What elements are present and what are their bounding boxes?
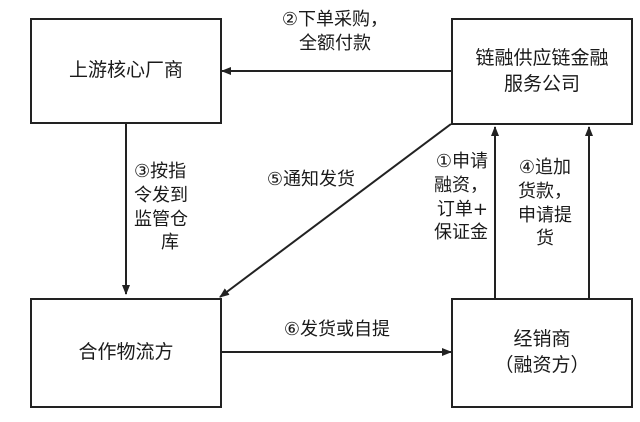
label-step3-line: 监管仓 [134, 208, 188, 230]
node-upstream-manufacturer: 上游核心厂商 [30, 18, 222, 124]
node-finance-line2: 服务公司 [503, 72, 580, 95]
label-step2-line: 全额付款 [299, 32, 371, 54]
label-step4-line: ④追加 [518, 157, 572, 178]
node-finance-company: 链融供应链金融 服务公司 [451, 18, 633, 125]
arrow-step5 [219, 123, 452, 298]
node-dealer: 经销商 （融资方） [451, 298, 633, 408]
node-logistics-partner: 合作物流方 [30, 298, 222, 408]
label-step1-line: 保证金 [434, 222, 488, 244]
label-step1-line: 融资， [434, 174, 488, 196]
label-step4-line: 货款， [518, 180, 572, 202]
label-step5: ⑤通知发货 [246, 168, 376, 192]
label-step3-line: 令发到 [134, 184, 188, 206]
label-step4-line: 货 [536, 228, 554, 250]
node-dealer-line1: 经销商 [513, 328, 571, 351]
node-dealer-line2: （融资方） [494, 354, 590, 376]
label-step1: ①申请 融资， 订单+ 保证金 [412, 150, 488, 245]
label-step4: ④追加 货款， 申请提 货 [508, 156, 582, 251]
label-step2-line: ②下单采购， [281, 9, 389, 30]
label-step6-line: ⑥发货或自提 [283, 319, 391, 340]
node-upstream-label: 上游核心厂商 [68, 59, 183, 82]
label-step3-line: 库 [161, 232, 179, 254]
node-logistics-label: 合作物流方 [78, 341, 174, 364]
label-step1-line: 订单+ [436, 198, 488, 220]
node-finance-line1: 链融供应链金融 [475, 46, 609, 69]
label-step5-line: ⑤通知发货 [266, 169, 356, 190]
label-step3: ③按指 令发到 监管仓 库 [134, 160, 206, 255]
label-step2: ②下单采购， 全额付款 [264, 8, 406, 56]
label-step6: ⑥发货或自提 [262, 318, 412, 342]
label-step3-line: ③按指 [134, 161, 187, 182]
label-step1-line: ①申请 [435, 151, 488, 172]
label-step4-line: 申请提 [518, 204, 572, 226]
